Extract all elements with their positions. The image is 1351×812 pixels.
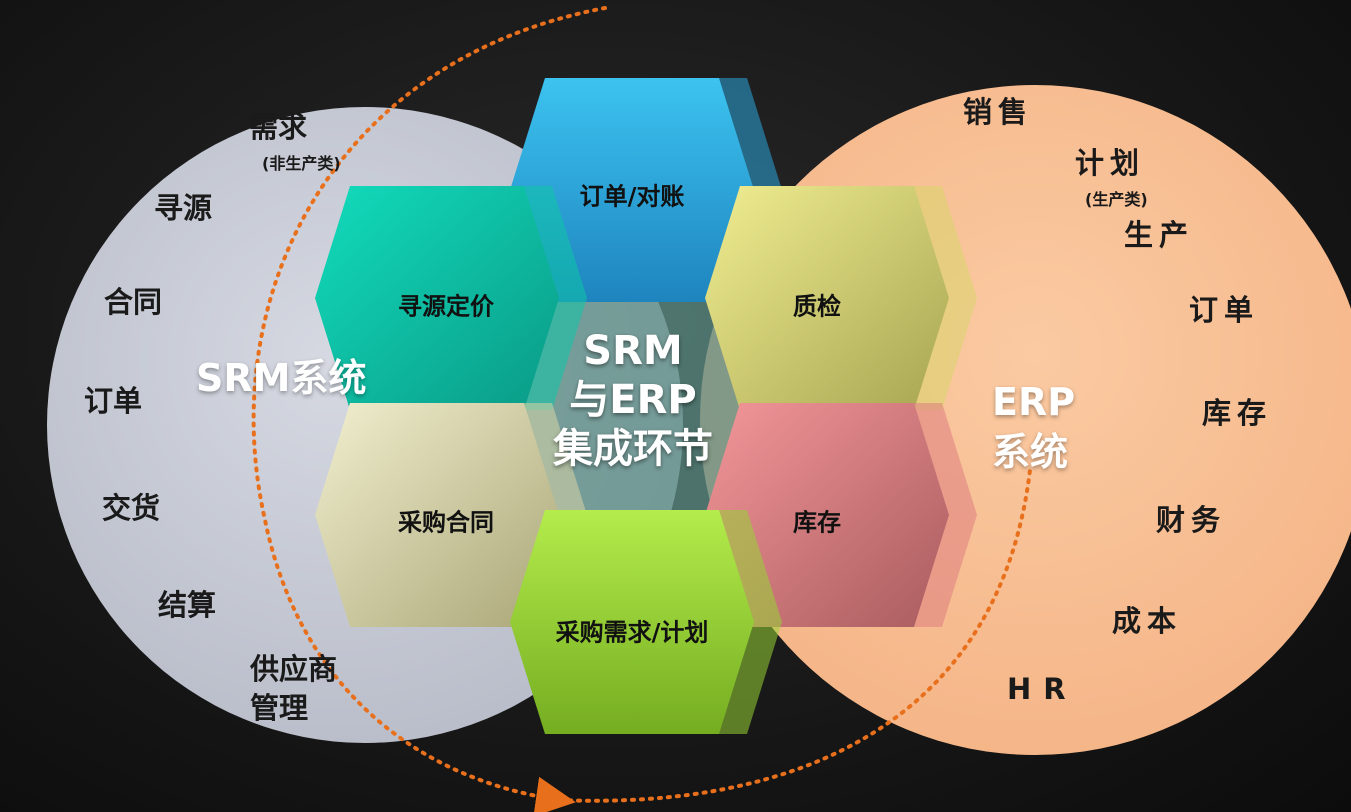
erp-item-cost: 成本 [1112, 604, 1183, 638]
srm-item-contract: 合同 [104, 285, 163, 319]
erp-cycle-arrow [558, 468, 1032, 803]
srm-item-order: 订单 [84, 384, 143, 418]
srm-item-sourcing: 寻源 [154, 191, 213, 225]
hexagon-sourcing-pricing [315, 186, 559, 410]
hex-label-order-reconciliation: 订单/对账 [579, 182, 685, 211]
hexagon-purchase-contract [315, 403, 559, 627]
erp-item-sales: 销售 [963, 95, 1034, 129]
erp-item-production: 生产 [1124, 218, 1195, 252]
center-line-srm: SRM [583, 327, 683, 374]
center-line-with-erp: 与ERP [569, 376, 697, 423]
srm-item-supplier-mgmt: 管理 [250, 691, 309, 725]
erp-item-finance: 财务 [1156, 503, 1227, 537]
center-integration-text: SRM 与ERP 集成环节 [553, 327, 713, 473]
hex-label-quality-inspection: 质检 [793, 292, 841, 321]
hex-label-sourcing-pricing: 寻源定价 [398, 292, 494, 321]
hexagon-purchase-demand-plan [510, 510, 754, 734]
erp-item-planning-sub: (生产类) [1085, 190, 1148, 209]
srm-item-demand: 需求 [249, 110, 308, 144]
srm-item-delivery: 交货 [102, 491, 161, 525]
center-line-integration: 集成环节 [553, 425, 713, 472]
hex-label-purchase-demand-plan: 采购需求/计划 [555, 618, 709, 647]
erp-title-line1: ERP [992, 380, 1076, 424]
erp-item-planning: 计划 [1075, 146, 1146, 180]
erp-item-hr: HR [1007, 672, 1078, 706]
erp-item-inventory: 库存 [1202, 396, 1273, 430]
hexagon-order-reconciliation [510, 78, 754, 302]
srm-title: SRM系统 [196, 356, 367, 400]
srm-cycle-arrow [251, 6, 607, 812]
erp-item-order: 订单 [1189, 293, 1260, 327]
hex-label-inventory: 库存 [793, 508, 841, 537]
hex-label-purchase-contract: 采购合同 [398, 508, 494, 537]
srm-item-settlement: 结算 [158, 588, 217, 622]
erp-title-line2: 系统 [992, 430, 1069, 474]
srm-item-supplier: 供应商 [250, 652, 338, 686]
hexagon-quality-inspection [705, 186, 949, 410]
srm-item-demand-sub: (非生产类) [262, 154, 341, 173]
